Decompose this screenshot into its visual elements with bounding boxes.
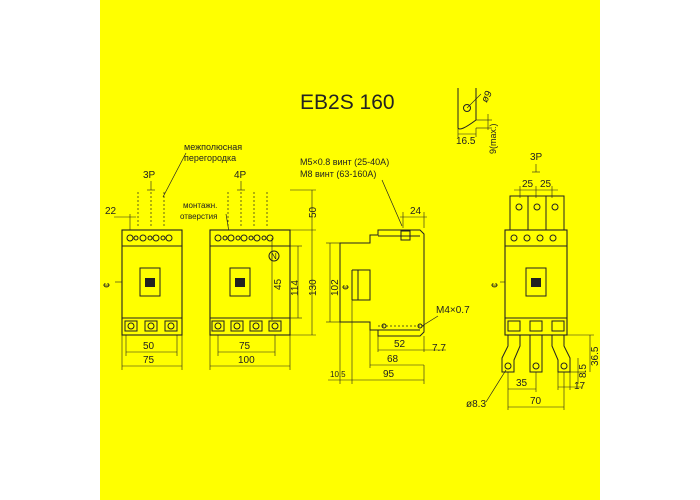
dim-70: 70 <box>530 396 542 407</box>
dim-100: 100 <box>238 355 255 366</box>
label-3p-rear: 3P <box>530 152 543 163</box>
neutral-mark: N <box>271 252 277 261</box>
side-view: M5×0.8 винт (25-40A) M8 винт (63-160A) 2… <box>300 157 470 384</box>
dim-24: 24 <box>410 206 422 217</box>
dim-phi9: ø9 <box>480 89 496 105</box>
dim-102: 102 <box>330 279 341 296</box>
center-mark-side: ¢ <box>341 284 352 290</box>
rear-connection-view: 3P 25 25 ¢ 36.5 <box>466 152 600 410</box>
label-3p: 3P <box>143 170 156 181</box>
mount-label-1: монтажн. <box>183 201 217 210</box>
dim-75-3p: 75 <box>143 355 155 366</box>
front-view-3p: 3P межполюсная перегородка 22 ¢ <box>102 142 242 370</box>
center-mark-3p: ¢ <box>102 282 113 288</box>
barrier-label-2: перегородка <box>184 153 236 163</box>
label-4p: 4P <box>234 170 247 181</box>
dim-114: 114 <box>290 280 301 296</box>
dim-8-5: 8.5 <box>578 364 589 378</box>
dim-10-5: 10.5 <box>330 370 346 379</box>
dim-50-top: 50 <box>308 206 319 218</box>
dim-25-left: 25 <box>522 179 534 190</box>
dim-9max: 9(max.) <box>488 123 498 154</box>
dim-75-4p: 75 <box>239 341 251 352</box>
dim-68: 68 <box>387 354 399 365</box>
dim-phi8-3: ø8.3 <box>466 399 486 410</box>
dim-35: 35 <box>516 378 528 389</box>
drawing-sheet: EB2S 160 ø9 16.5 9(max.) 3P межполюсная … <box>100 0 600 500</box>
dim-130: 130 <box>308 279 319 296</box>
mount-label-2: отверстия <box>180 212 217 221</box>
terminal-detail: ø9 16.5 9(max.) <box>456 88 498 154</box>
barrier-label-1: межполюсная <box>184 142 242 152</box>
screw-label-2: M8 винт (63-160A) <box>300 169 376 179</box>
drawing-title: EB2S 160 <box>300 91 395 114</box>
label-m4: M4×0.7 <box>436 305 470 316</box>
dim-17: 17 <box>574 381 586 392</box>
dim-50-3p: 50 <box>143 341 155 352</box>
dim-16-5: 16.5 <box>456 136 476 147</box>
dim-95: 95 <box>383 369 395 380</box>
dim-7-7: 7.7 <box>432 343 446 354</box>
technical-drawing: EB2S 160 ø9 16.5 9(max.) 3P межполюсная … <box>102 88 600 410</box>
dim-25-right: 25 <box>540 179 552 190</box>
dim-45: 45 <box>273 278 284 290</box>
screw-label-1: M5×0.8 винт (25-40A) <box>300 157 389 167</box>
front-view-4p: 4P монтажн. отверстия N 45 114 <box>180 170 319 370</box>
center-mark-rear: ¢ <box>490 282 501 288</box>
dim-22: 22 <box>105 206 117 217</box>
dim-52: 52 <box>394 339 406 350</box>
dim-36-5: 36.5 <box>590 346 600 366</box>
